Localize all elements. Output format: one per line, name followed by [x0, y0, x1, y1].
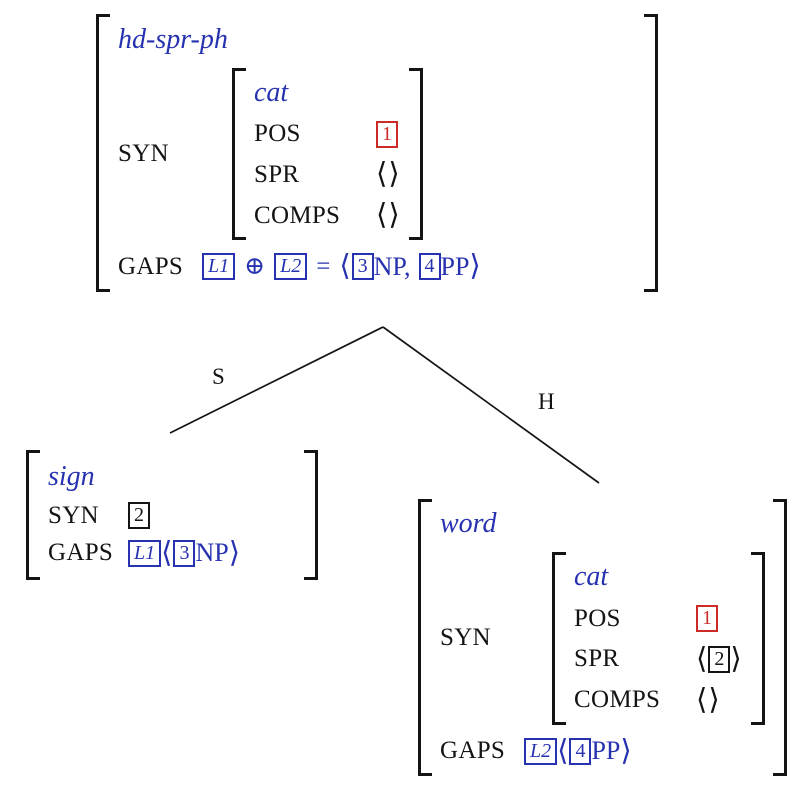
close-angle: ⟩	[730, 642, 743, 675]
tag-2: 2	[708, 645, 731, 673]
gaps-row: GAPS L1 ⟨ 3 NP ⟩	[48, 536, 296, 569]
right-bracket	[772, 499, 787, 776]
mother-cat-avm: cat POS 1 SPR ⟨⟩ COMPS ⟨⟩	[232, 67, 423, 241]
open-angle: ⟨	[339, 250, 352, 283]
spr-row: SPR ⟨⟩	[254, 160, 401, 189]
tag-l1: L1	[202, 253, 236, 281]
left-bracket	[26, 450, 40, 580]
gaps-row: GAPS L2 ⟨ 4 PP ⟩	[440, 734, 765, 767]
oplus-operator: ⊕	[244, 253, 266, 281]
attr-spr: SPR	[574, 645, 620, 673]
tag-3: 3	[351, 253, 374, 281]
attr-spr: SPR	[254, 160, 300, 188]
right-bracket	[750, 551, 765, 725]
mother-avm-body: hd-spr-ph SYN cat POS 1 SPR ⟨⟩	[110, 14, 644, 292]
specifier-daughter-avm: sign SYN 2 GAPS L1 ⟨ 3 NP ⟩	[26, 450, 318, 580]
attr-syn: SYN	[118, 139, 169, 167]
open-angle: ⟨	[161, 536, 174, 569]
syn-row: SYN cat POS 1 SPR ⟨⟩ C	[118, 67, 636, 241]
type-label: sign	[48, 461, 95, 492]
spr-value: ⟨ 2 ⟩	[696, 642, 743, 675]
empty-list: ⟨⟩	[376, 199, 401, 232]
close-angle: ⟩	[228, 536, 242, 569]
left-bracket	[418, 499, 432, 776]
attr-gaps: GAPS	[118, 252, 184, 280]
pp-label: PP	[591, 736, 621, 766]
gaps-value: L1 ⊕ L2 = ⟨ 3 NP, 4 PP ⟩	[202, 252, 482, 281]
close-angle: ⟩	[469, 250, 482, 283]
equals-sign: =	[316, 253, 331, 281]
empty-list: ⟨⟩	[696, 683, 721, 716]
pos-row: POS 1	[254, 120, 401, 148]
left-bracket	[232, 67, 246, 241]
open-angle: ⟨	[557, 734, 570, 767]
np-label: NP	[195, 538, 229, 568]
right-bracket	[644, 14, 658, 292]
attr-comps: COMPS	[574, 686, 661, 714]
syn-row: SYN 2	[48, 502, 296, 530]
tag-l1: L1	[128, 539, 162, 567]
tag-4: 4	[569, 737, 592, 765]
type-label: cat	[574, 560, 609, 592]
gaps-row: GAPS L1 ⊕ L2 = ⟨ 3 NP, 4 PP ⟩	[118, 252, 636, 281]
gaps-value: L2 ⟨ 4 PP ⟩	[524, 734, 633, 767]
attr-comps: COMPS	[254, 201, 341, 229]
specifier-avm-body: sign SYN 2 GAPS L1 ⟨ 3 NP ⟩	[40, 450, 304, 580]
head-avm-body: word SYN cat POS 1 SPR ⟨	[432, 499, 773, 776]
type-label: word	[440, 508, 497, 539]
type-label: cat	[254, 76, 289, 108]
edge-label-head: H	[538, 389, 555, 414]
comps-row: COMPS ⟨⟩	[574, 683, 743, 716]
edge-label-specifier: S	[212, 364, 225, 389]
close-angle: ⟩	[620, 734, 633, 767]
branch-left-line	[169, 326, 384, 434]
cat-avm-body: cat POS 1 SPR ⟨⟩ COMPS ⟨⟩	[246, 68, 409, 241]
type-label: hd-spr-ph	[118, 23, 228, 55]
pos-row: POS 1	[574, 605, 743, 633]
pp-label: PP	[440, 251, 470, 281]
attr-syn: SYN	[440, 624, 491, 652]
right-bracket	[304, 450, 318, 580]
cat-avm-body: cat POS 1 SPR ⟨ 2 ⟩	[566, 552, 751, 725]
attr-pos: POS	[254, 120, 301, 148]
attr-syn: SYN	[48, 501, 99, 529]
left-bracket	[552, 551, 566, 725]
branch-right-line	[382, 326, 600, 484]
comps-row: COMPS ⟨⟩	[254, 201, 401, 230]
tag-3: 3	[173, 539, 196, 567]
tag-1: 1	[376, 120, 398, 148]
head-daughter-avm: word SYN cat POS 1 SPR ⟨	[418, 499, 787, 776]
tag-l2: L2	[524, 737, 558, 765]
attr-gaps: GAPS	[48, 539, 114, 567]
tag-2: 2	[128, 502, 150, 530]
left-bracket	[96, 14, 110, 292]
right-bracket	[408, 67, 423, 241]
syn-row: SYN cat POS 1 SPR ⟨ 2	[440, 551, 765, 725]
empty-list: ⟨⟩	[376, 158, 401, 191]
tag-1: 1	[696, 605, 718, 633]
head-cat-avm: cat POS 1 SPR ⟨ 2 ⟩	[552, 551, 765, 725]
np-label: NP,	[373, 251, 411, 281]
attr-pos: POS	[574, 604, 621, 632]
gaps-value: L1 ⟨ 3 NP ⟩	[128, 536, 242, 569]
attr-gaps: GAPS	[440, 737, 506, 765]
tag-l2: L2	[274, 253, 308, 281]
spr-row: SPR ⟨ 2 ⟩	[574, 642, 743, 675]
mother-avm: hd-spr-ph SYN cat POS 1 SPR ⟨⟩	[96, 14, 658, 292]
open-angle: ⟨	[696, 642, 709, 675]
tag-4: 4	[418, 253, 441, 281]
